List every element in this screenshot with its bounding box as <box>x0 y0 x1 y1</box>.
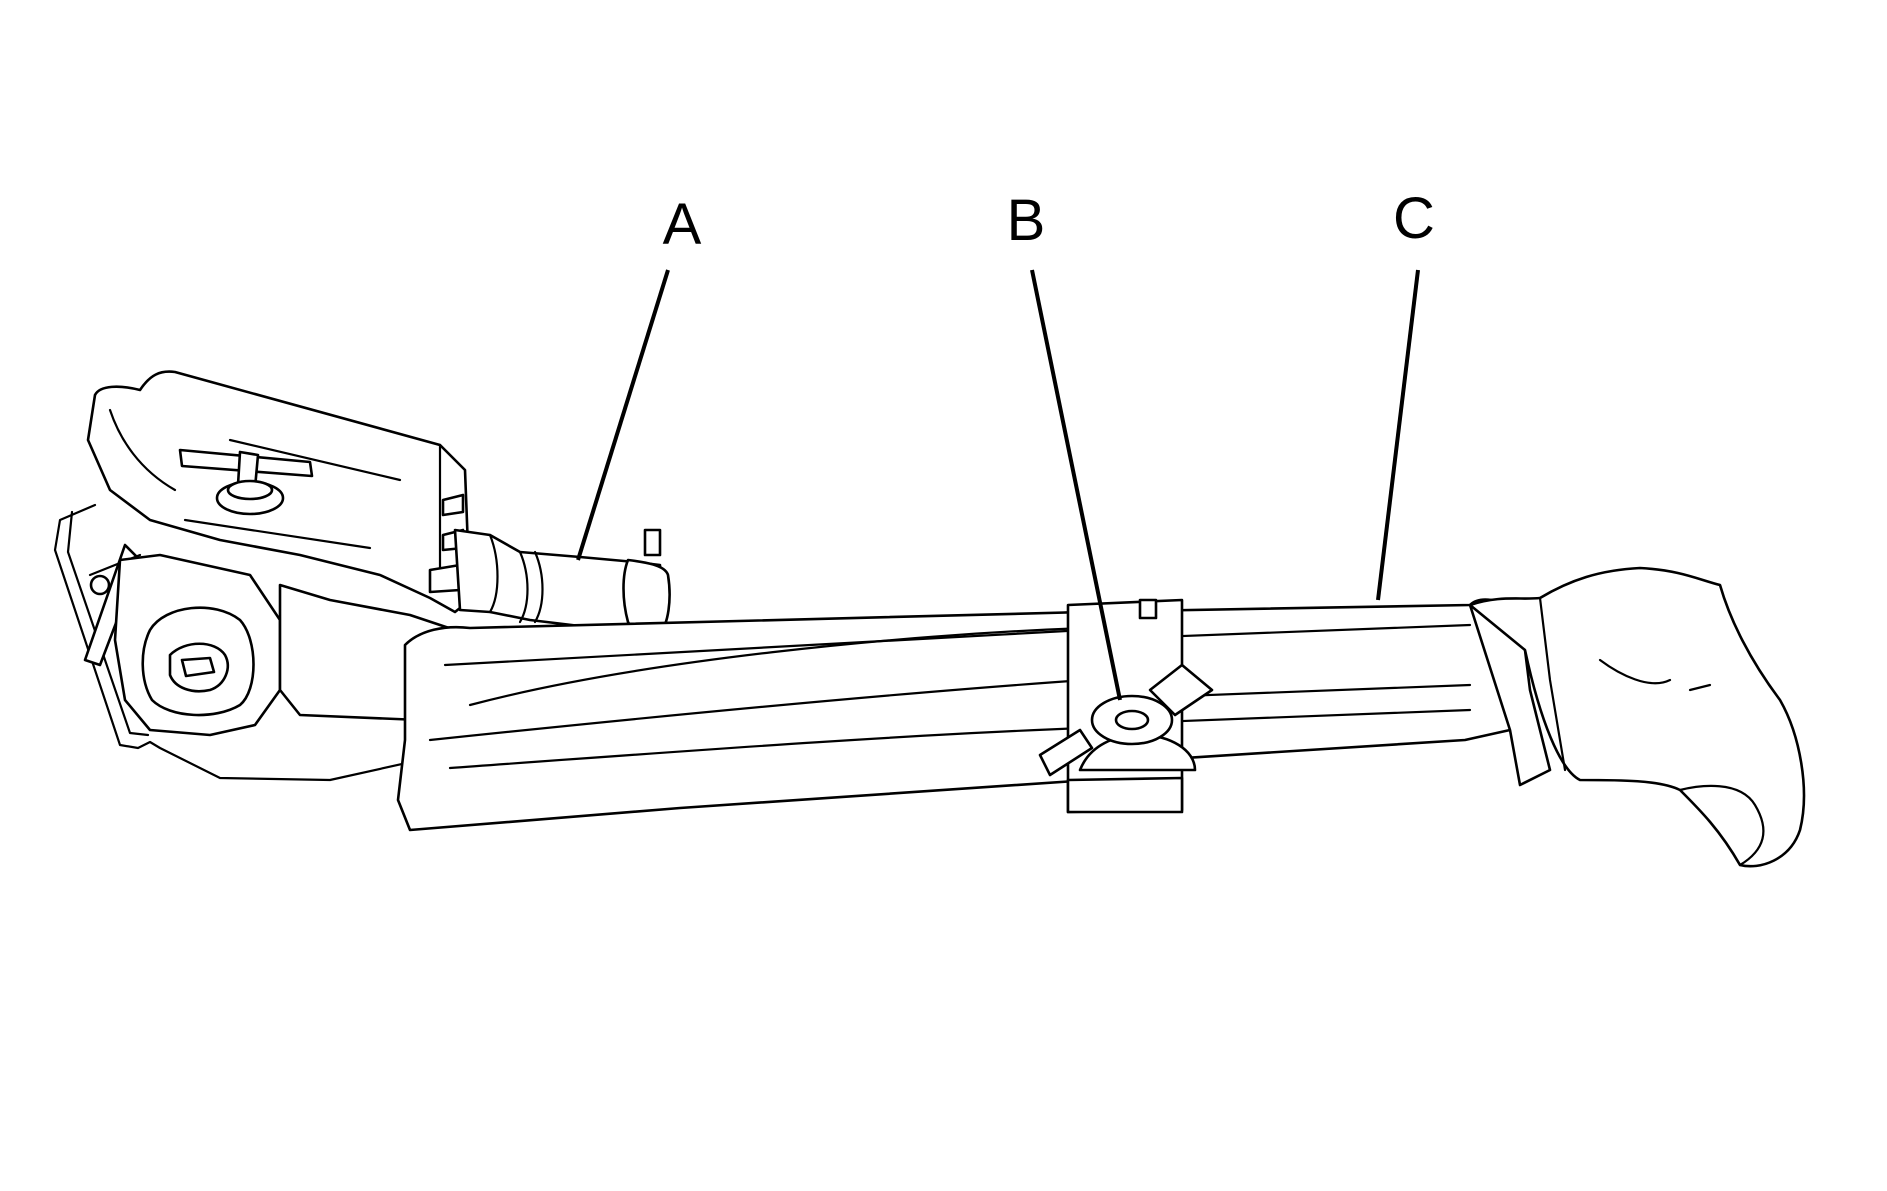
leader-line-a <box>576 269 670 561</box>
callout-label-b: B <box>1007 188 1046 253</box>
adjustment-knob <box>141 606 255 717</box>
coupling-stem <box>453 528 671 634</box>
t-handle <box>178 448 314 516</box>
end-boot <box>1468 566 1806 868</box>
callout-labels: A B C <box>663 186 1435 257</box>
center-clamp <box>1038 598 1214 814</box>
callout-label-c: C <box>1393 186 1435 251</box>
leader-lines <box>576 269 1420 701</box>
fabric-cover <box>396 610 1092 832</box>
leader-line-b <box>1030 269 1122 701</box>
leader-line-c <box>1376 269 1420 601</box>
callout-label-a: A <box>663 192 702 257</box>
